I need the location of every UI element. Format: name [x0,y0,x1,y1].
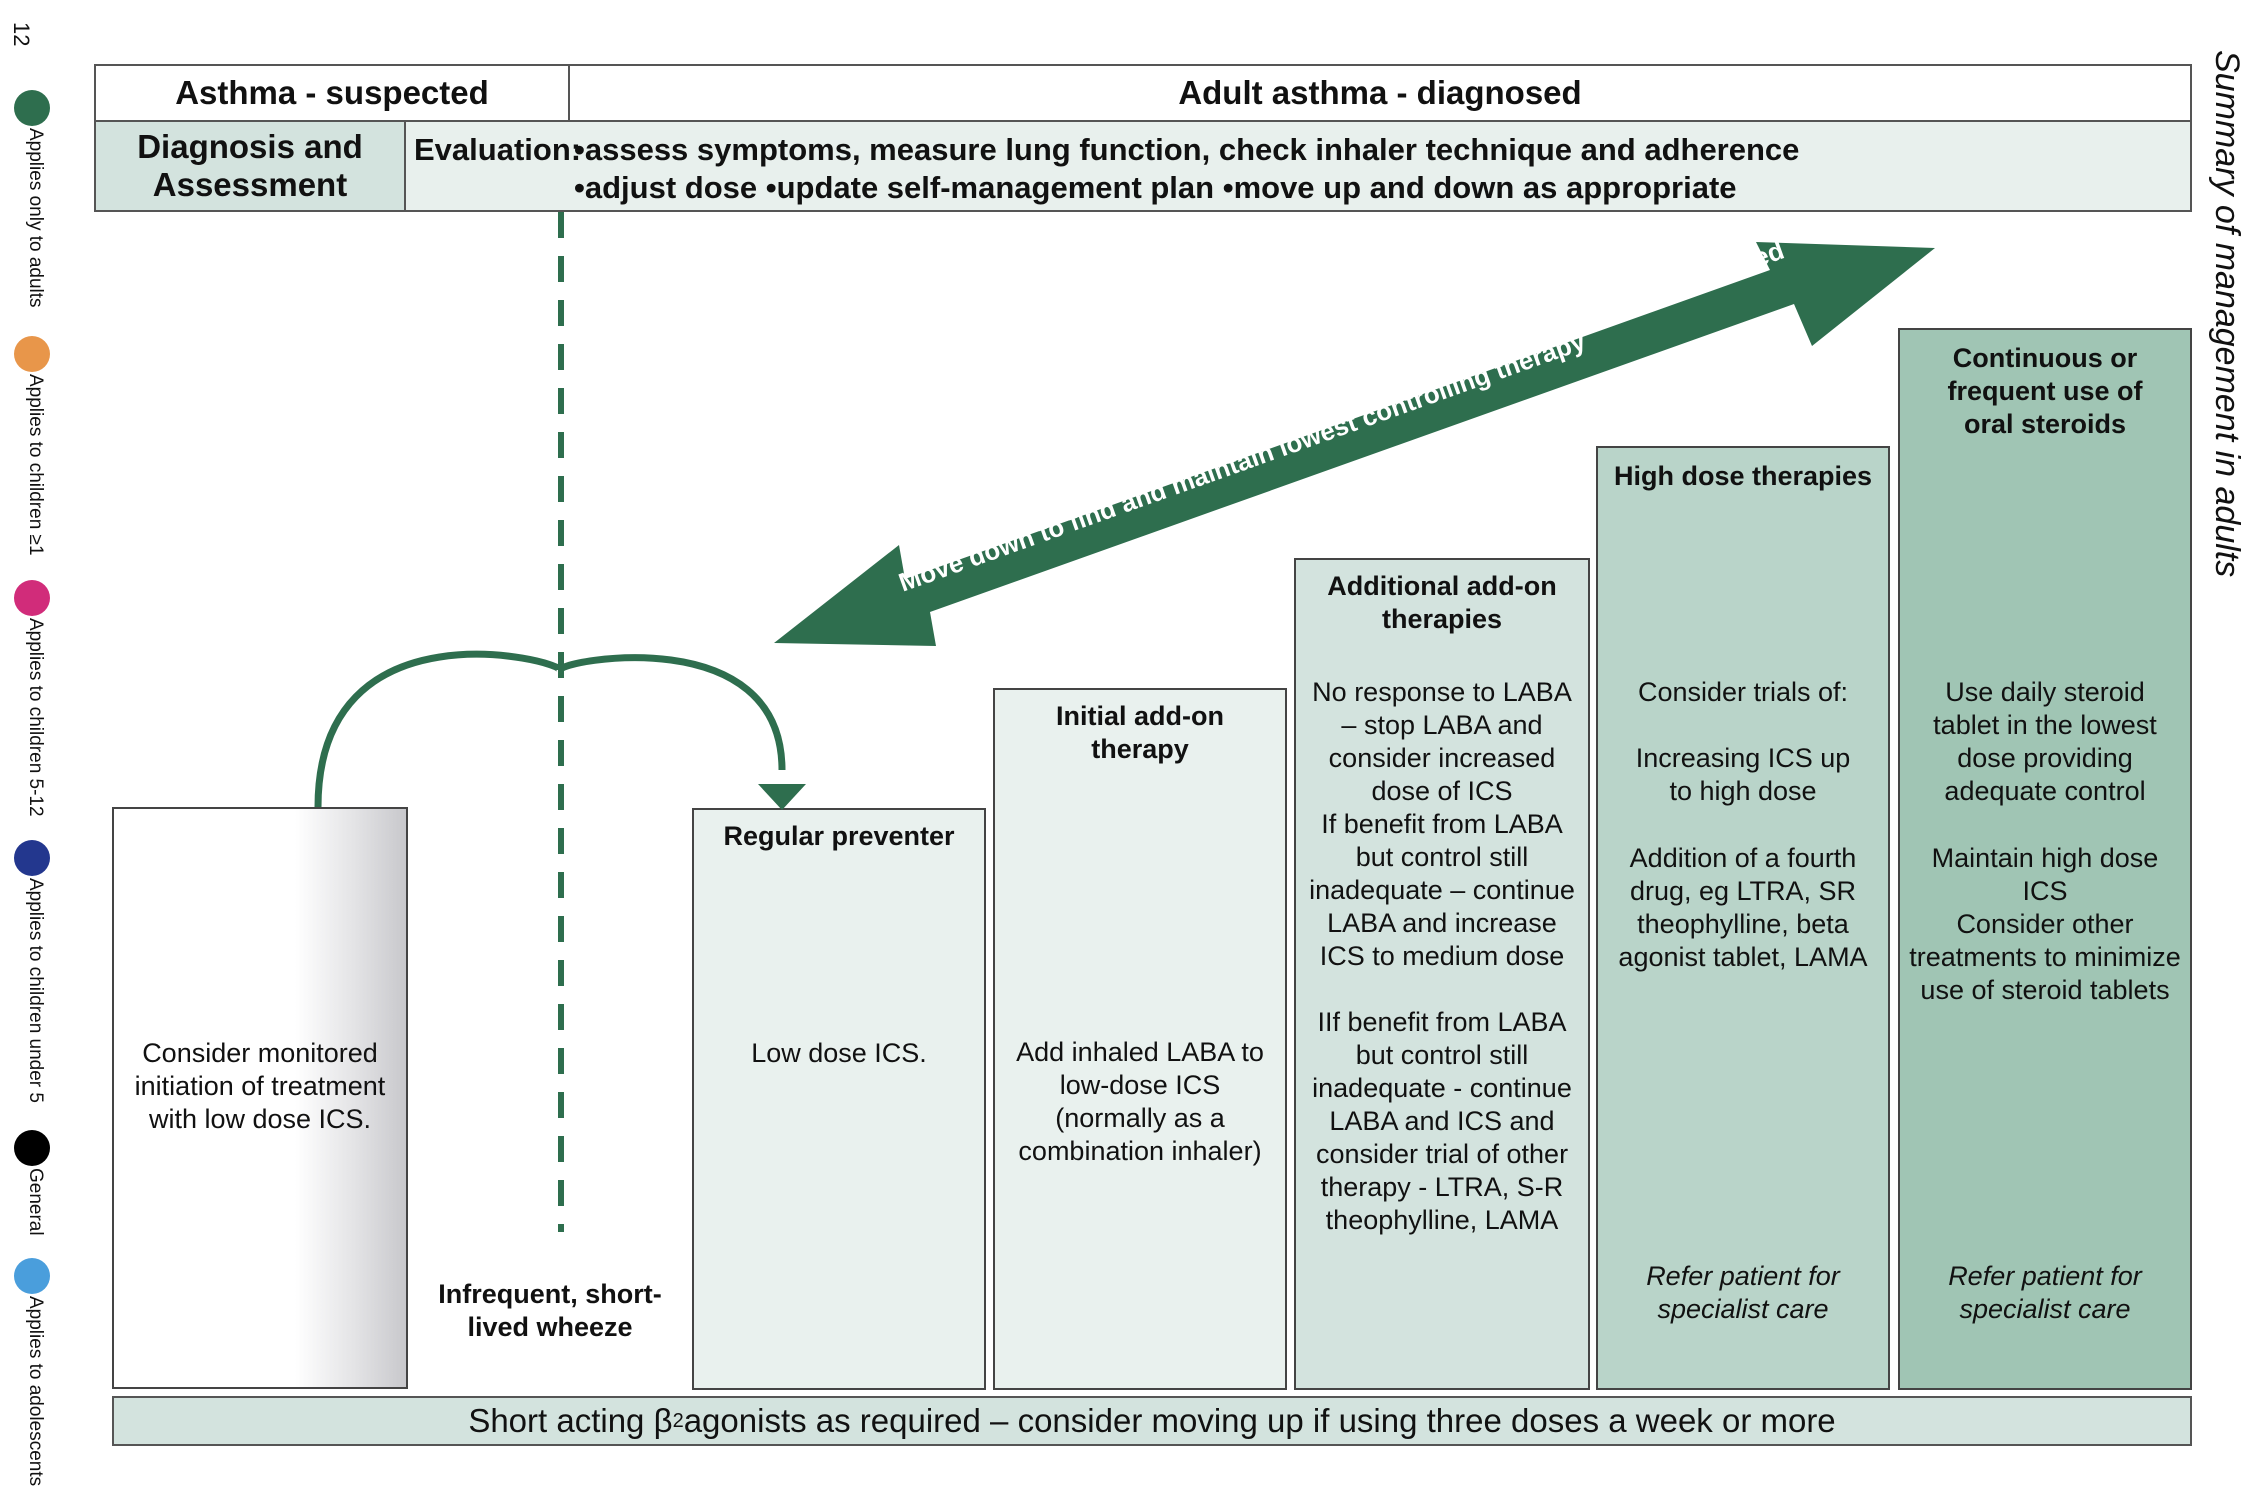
step-body: Low dose ICS. [751,1038,927,1068]
step-body-2: If benefit from LABA but control still i… [1309,809,1575,971]
step-initial-add-on: Initial add-on therapy Add inhaled LABA … [993,688,1287,1390]
saba-suffix: agonists as required – consider moving u… [683,1402,1836,1439]
step-title: Regular preventer [723,821,955,851]
saba-prefix: Short acting β [468,1402,673,1439]
step-body-1: Use daily steroid tablet in the lowest d… [1933,677,2157,806]
double-arrow-icon [774,242,1935,646]
curved-arrow-line [314,650,786,808]
step-additional-add-on: Additional add-on therapies No response … [1294,558,1590,1390]
step-monitored-initiation: Consider monitored initiation of treatme… [112,807,408,1389]
step-title: Continuous or frequent use of oral stero… [1947,343,2143,439]
evaluation-label: Evaluation: [414,132,582,167]
step-title: Additional add-on therapies [1327,571,1557,634]
black-dot-icon [14,1130,50,1166]
header-asthma-suspected: Asthma - suspected [96,66,570,122]
step-body-3: Consider other treatments to minimize us… [1909,909,2181,1005]
evaluation-line-2: •adjust dose •update self-management pla… [574,170,1737,205]
arrow-down-text: Move down to find and maintain lowest co… [895,325,1590,597]
header-adult-asthma-diagnosed: Adult asthma - diagnosed [570,66,2190,122]
wheeze-label: Infrequent, short-lived wheeze [438,1279,662,1342]
evaluation-cell: Evaluation: •assess symptoms, measure lu… [406,122,2190,210]
green-dot-icon [14,90,50,126]
step-refer: Refer patient for specialist care [1646,1261,1840,1324]
step-title: High dose therapies [1613,461,1873,491]
step-body-2: Increasing ICS up to high dose [1635,743,1851,806]
step-title: Initial add-on therapy [1056,701,1224,764]
blue-dot-icon [14,1258,50,1294]
step-body-3: Addition of a fourth drug, eg LTRA, SR t… [1618,843,1868,972]
step-oral-steroids: Continuous or frequent use of oral stero… [1898,328,2192,1390]
pink-dot-icon [14,580,50,616]
curved-arrow-head-icon [758,784,806,810]
evaluation-line-1: •assess symptoms, measure lung function,… [574,132,1800,167]
step-refer: Refer patient for specialist care [1948,1261,2142,1324]
step-body-3: IIf benefit from LABA but control still … [1312,1007,1572,1235]
step-body-1: No response to LABA – stop LABA and cons… [1312,677,1572,806]
step-body: Consider monitored initiation of treatme… [134,1038,386,1134]
navy-dot-icon [14,840,50,876]
orange-dot-icon [14,336,50,372]
step-high-dose: High dose therapies Consider trials of: … [1596,446,1890,1390]
header-table: Asthma - suspected Adult asthma - diagno… [94,64,2192,212]
step-body-1: Consider trials of: [1637,677,1849,707]
step-regular-preventer: Regular preventer Low dose ICS. [692,808,986,1390]
diagnosis-assessment-cell: Diagnosis and Assessment [96,122,406,210]
step-body-2: Maintain high dose ICS [1931,843,2159,906]
step-body: Add inhaled LABA to low-dose ICS (normal… [1016,1037,1264,1166]
saba-subscript: 2 [672,1409,684,1432]
